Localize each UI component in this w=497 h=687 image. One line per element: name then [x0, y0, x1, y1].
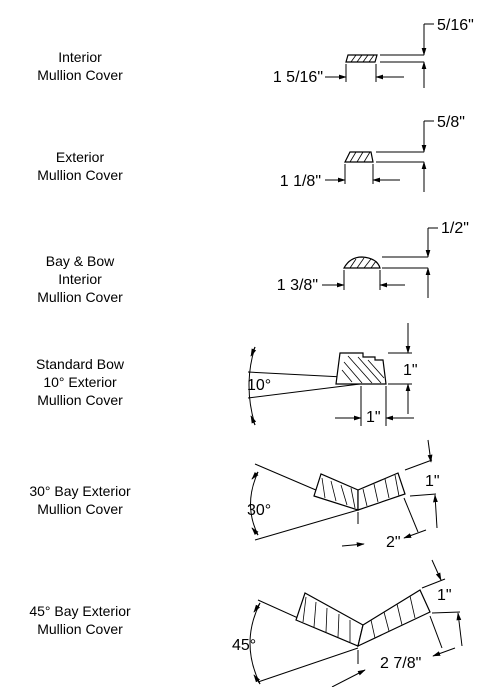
label-line: Interior	[58, 271, 102, 287]
mullion-profile	[345, 54, 378, 63]
45-bay-exterior-mullion-cover-drawing: 1" 2 7/8" 45°	[232, 559, 463, 687]
angle-label: 45°	[232, 637, 256, 654]
label-line: Mullion Cover	[37, 621, 123, 637]
standard-bow-exterior-mullion-cover-drawing: 1" 1" 10°	[247, 323, 418, 426]
label-45-bay-exterior-mullion-cover: 45° Bay Exterior Mullion Cover	[0, 602, 160, 638]
dimension-label: 1"	[366, 409, 381, 426]
label-line: Mullion Cover	[37, 167, 123, 183]
mullion-profile	[344, 151, 374, 163]
dimension-label: 1"	[403, 362, 418, 379]
mullion-profile	[335, 352, 387, 385]
exterior-mullion-cover-drawing: 5/8" 1 1/8"	[280, 114, 465, 192]
label-line: 30° Bay Exterior	[29, 483, 131, 499]
dimension-label: 1 1/8"	[280, 173, 321, 190]
bay-bow-interior-mullion-cover-drawing: 1/2" 1 3/8"	[277, 220, 469, 298]
angle-label: 10°	[247, 377, 271, 394]
dimension-label: 5/16"	[437, 17, 474, 34]
dimension-label: 2"	[386, 534, 401, 551]
mullion-profile-right-wing	[357, 472, 406, 511]
label-line: Mullion Cover	[37, 392, 123, 408]
dimension-label: 1"	[425, 473, 440, 490]
30-bay-exterior-mullion-cover-drawing: 1" 2" 30°	[247, 439, 440, 551]
mullion-profile	[342, 256, 381, 269]
label-exterior-mullion-cover: Exterior Mullion Cover	[0, 148, 160, 184]
dimension-label: 2 7/8"	[380, 655, 421, 672]
dimension-label: 5/8"	[437, 114, 465, 131]
label-line: Exterior	[55, 149, 105, 165]
label-standard-bow-exterior-mullion-cover: Standard Bow 10° Exterior Mullion Cover	[0, 355, 160, 409]
dimension-label: 1 3/8"	[277, 277, 318, 294]
label-line: Mullion Cover	[37, 67, 123, 83]
label-interior-mullion-cover: Interior Mullion Cover	[0, 48, 160, 84]
angle-label: 30°	[247, 502, 271, 519]
label-line: 45° Bay Exterior	[29, 603, 131, 619]
dimension-label: 1"	[437, 587, 452, 604]
label-line: 10° Exterior	[43, 374, 117, 390]
label-line: Standard Bow	[36, 356, 124, 372]
mullion-profile-right-wing	[357, 589, 431, 648]
mullion-profile-left-wing	[295, 592, 364, 647]
label-30-bay-exterior-mullion-cover: 30° Bay Exterior Mullion Cover	[0, 482, 160, 518]
label-line: Mullion Cover	[37, 501, 123, 517]
label-bay-bow-interior-mullion-cover: Bay & Bow Interior Mullion Cover	[0, 252, 160, 306]
label-line: Mullion Cover	[37, 289, 123, 305]
dimension-label: 1/2"	[441, 220, 469, 237]
dimension-label: 1 5/16"	[273, 69, 323, 86]
interior-mullion-cover-drawing: 5/16" 1 5/16"	[273, 17, 474, 88]
label-line: Interior	[58, 49, 102, 65]
label-line: Bay & Bow	[45, 253, 115, 269]
